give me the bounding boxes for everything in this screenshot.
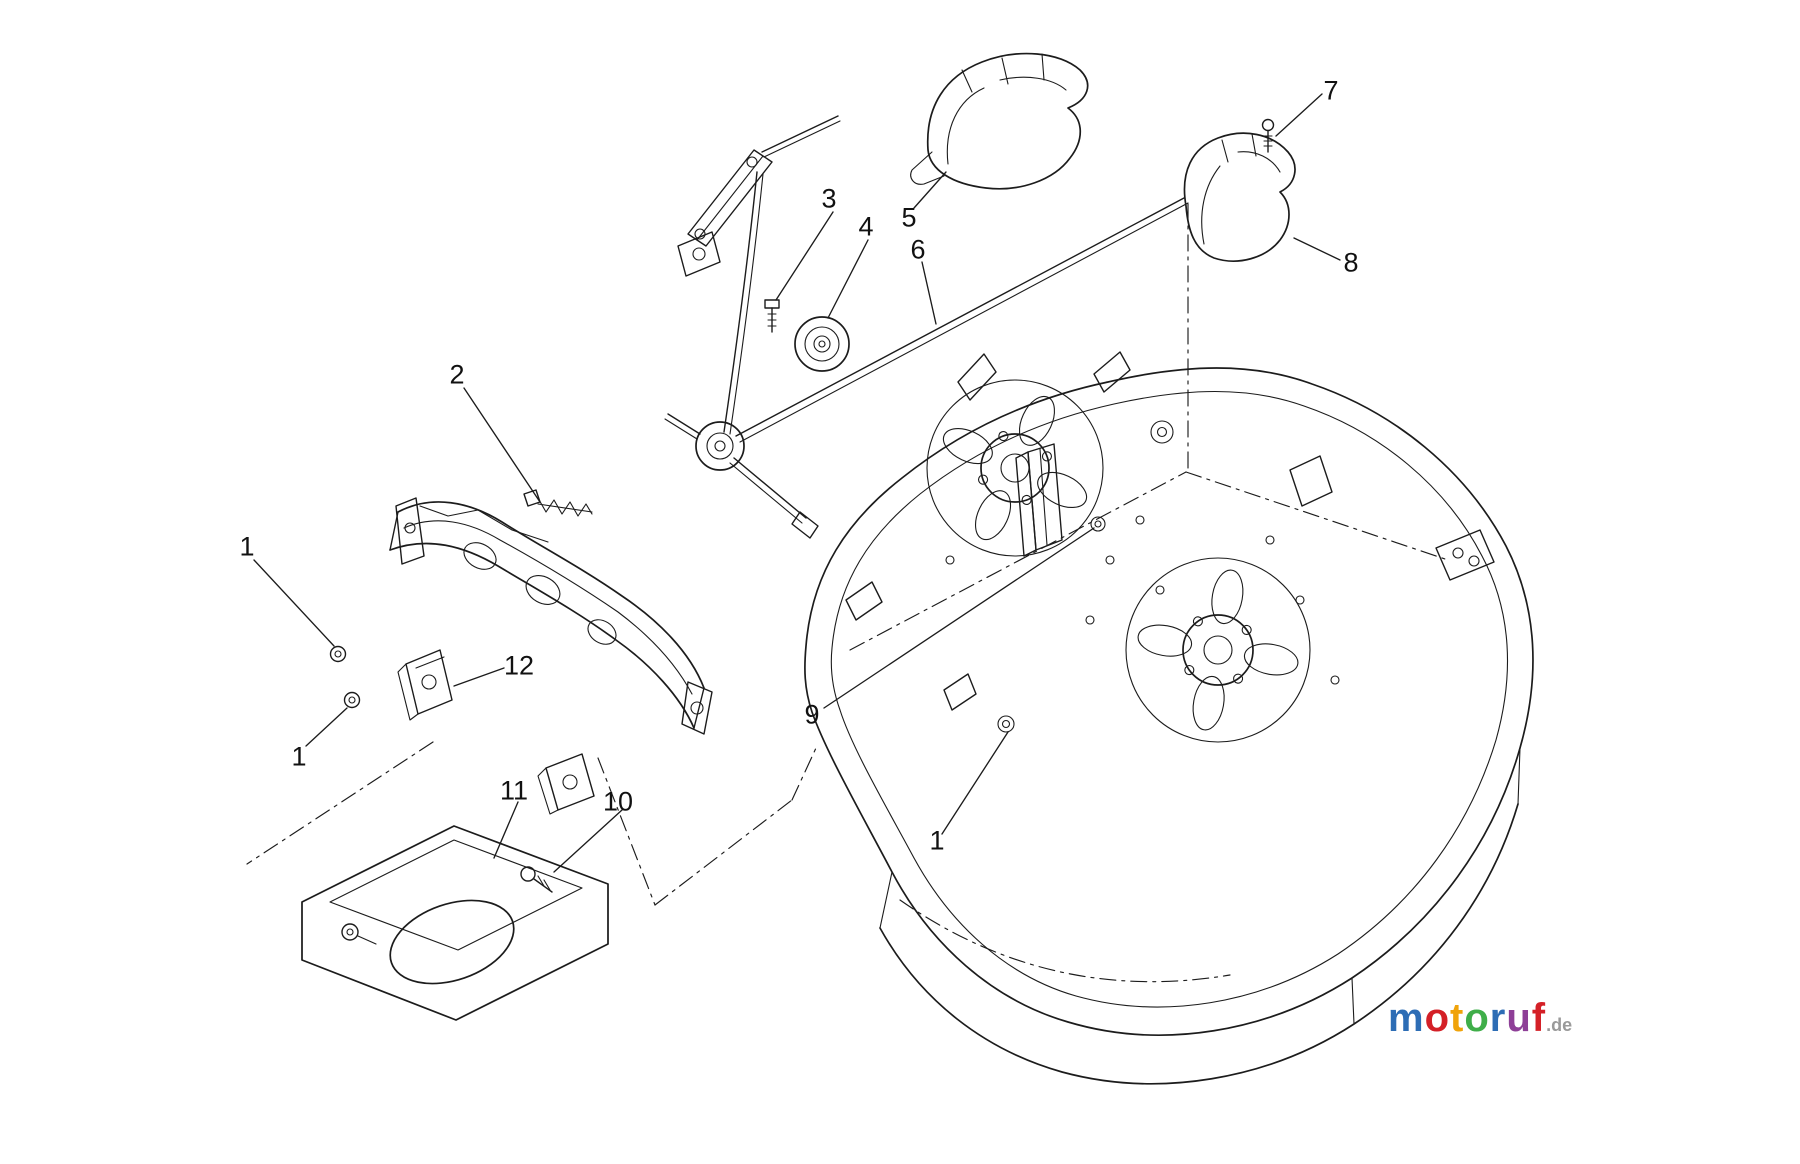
logo-letter: f [1531, 996, 1547, 1040]
mower-deck-drawing [804, 203, 1534, 1085]
callout-6: 6 [910, 234, 926, 265]
spindle-area-left [926, 379, 1104, 557]
logo-letter: r [1489, 996, 1507, 1040]
callout-11: 11 [499, 775, 529, 806]
deck-brackets [845, 351, 1495, 711]
lower-bracket [537, 753, 595, 815]
logo-letter: m [1388, 996, 1425, 1040]
callout-12: 12 [503, 650, 535, 681]
plate-item-11 [301, 825, 609, 1021]
callout-2: 2 [449, 359, 465, 390]
callout-1: 1 [239, 531, 255, 562]
plate-screw [341, 923, 377, 945]
callout-1: 1 [291, 741, 307, 772]
baffle-item-5 [910, 52, 1089, 190]
callout-leader-lines [253, 93, 1341, 873]
height-linkage-assembly [664, 115, 1189, 539]
bracket-item-12 [397, 649, 453, 721]
callout-1: 1 [929, 825, 945, 856]
deck-centerlines [849, 203, 1449, 651]
baffle-item-8 [1183, 132, 1296, 262]
washers-item-1 [329, 645, 361, 709]
logo-letter: o [1464, 996, 1490, 1040]
deck-bolt-1-target [997, 715, 1015, 733]
screw-item-10 [520, 866, 553, 893]
logo-suffix: .de [1546, 1015, 1573, 1035]
motoruf-logo[interactable]: motoruf.de [1388, 996, 1572, 1041]
logo-letter: u [1506, 996, 1532, 1040]
callout-5: 5 [901, 202, 917, 233]
callout-7: 7 [1323, 75, 1339, 106]
bolt-item-3 [764, 299, 780, 333]
callout-10: 10 [602, 786, 634, 817]
logo-letter: t [1450, 996, 1465, 1040]
pulley-item-4 [794, 316, 850, 372]
callout-8: 8 [1343, 247, 1359, 278]
phantom-lines [246, 741, 817, 906]
callout-3: 3 [821, 183, 837, 214]
idler-pulley [695, 421, 745, 471]
rod-item-6 [735, 197, 1185, 437]
logo-letter: o [1424, 996, 1451, 1040]
support-arm-assembly [389, 497, 713, 735]
screw-item-7 [1261, 118, 1275, 153]
callout-9: 9 [804, 699, 820, 730]
spindle-area-right [1125, 557, 1311, 743]
deck-bolt-9-target [1090, 516, 1106, 532]
deck-holes [945, 515, 1340, 685]
callout-4: 4 [858, 211, 874, 242]
